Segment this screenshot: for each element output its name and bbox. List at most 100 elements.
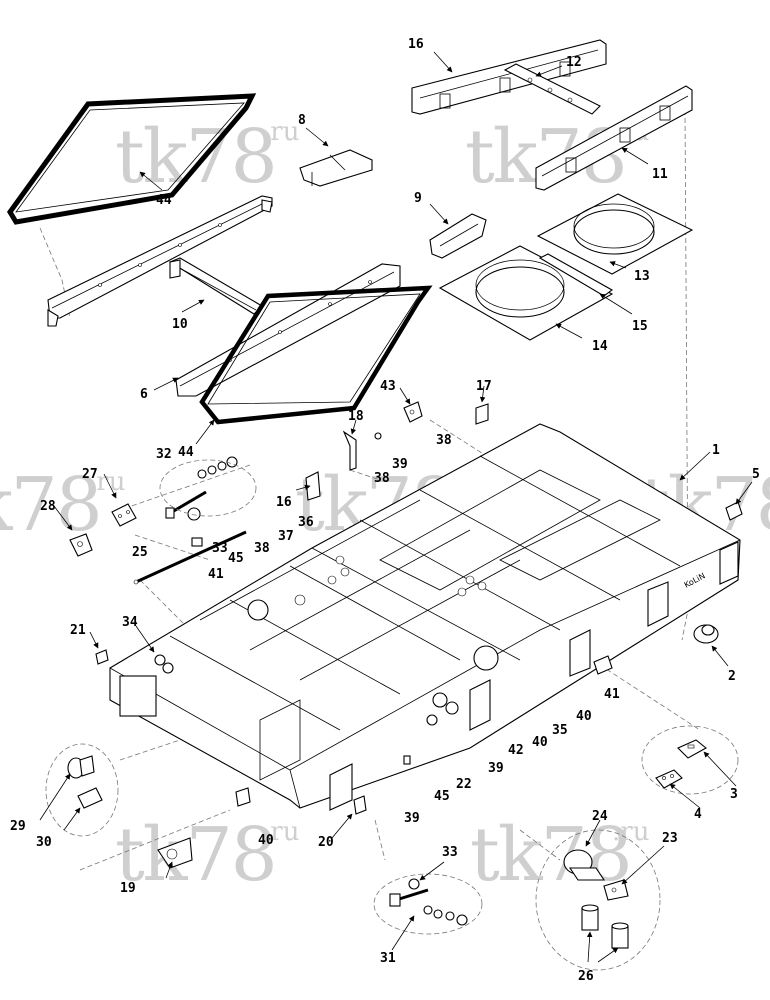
plate-4 [655, 769, 683, 789]
label-11-top: 16 [408, 37, 424, 52]
bolt-35 [154, 654, 174, 674]
label-12: 12 [566, 55, 582, 70]
watermark-6: tk78.ru [115, 812, 299, 898]
label-33-b: 33 [442, 845, 458, 860]
label-40-b: 40 [532, 735, 548, 750]
rod-26 [133, 530, 247, 585]
label-41-b: 41 [604, 687, 620, 702]
bracket-40-lower [235, 787, 251, 807]
svg-text:.ru: .ru [262, 817, 299, 847]
label-17: 17 [476, 379, 492, 394]
label-26: 25 [132, 545, 148, 560]
crossbar [168, 257, 263, 315]
label-31: 31 [380, 951, 396, 966]
bolt-set-31 [389, 878, 468, 926]
bracket-30 [77, 787, 103, 809]
label-19: 19 [120, 881, 136, 896]
label-36: 36 [298, 515, 314, 530]
gasket-lower [199, 285, 433, 425]
watermark-1: tk78.ru [115, 114, 299, 200]
bolt-set-32 [165, 456, 238, 521]
label-39-c: 39 [404, 811, 420, 826]
rail-upper [47, 195, 273, 327]
main-frame: KoLiN [109, 423, 741, 811]
svg-text:.ru: .ru [262, 117, 299, 147]
label-9: 9 [414, 191, 422, 206]
bushing-2 [693, 624, 719, 644]
gasket-upper [7, 93, 257, 225]
label-30: 30 [36, 835, 52, 850]
beam-11-top [411, 39, 607, 115]
bracket-8 [299, 149, 373, 187]
washer-33 [191, 537, 203, 547]
label-28: 28 [40, 499, 56, 514]
label-41-a: 41 [208, 567, 224, 582]
label-40-a: 40 [576, 709, 592, 724]
label-38-a: 38 [436, 433, 452, 448]
label-3: 3 [730, 787, 738, 802]
sleeve-25b [611, 922, 629, 949]
label-18: 18 [348, 409, 364, 424]
label-45-a: 45 [228, 551, 244, 566]
ring-plate-14 [438, 245, 614, 341]
label-38-b: 38 [374, 471, 390, 486]
sleeve-25a [581, 904, 599, 931]
label-2: 2 [728, 669, 736, 684]
plate-3 [677, 739, 707, 759]
label-8: 8 [298, 113, 306, 128]
beam-11-right [535, 85, 693, 191]
label-29: 29 [10, 819, 26, 834]
small-parts [45, 401, 743, 971]
label-39-b: 39 [488, 761, 504, 776]
bracket-9 [429, 213, 487, 259]
label-24: 24 [592, 809, 608, 824]
label-14: 14 [592, 339, 608, 354]
label-6: 6 [140, 387, 148, 402]
label-34: 35 [552, 723, 568, 738]
label-35: 34 [122, 615, 138, 630]
clamp-43 [403, 401, 423, 423]
svg-text:tk78: tk78 [115, 114, 276, 200]
svg-text:.ru: .ru [612, 817, 649, 847]
label-37: 37 [278, 529, 294, 544]
plate-27 [111, 503, 137, 527]
label-1: 1 [712, 443, 720, 458]
plate-41 [593, 655, 613, 675]
plate-21 [95, 649, 109, 665]
svg-text:tk78: tk78 [470, 812, 631, 898]
label-45-b: 45 [434, 789, 450, 804]
beam-12 [503, 63, 601, 115]
label-13: 13 [634, 269, 650, 284]
svg-text:tk78: tk78 [115, 812, 276, 898]
label-20: 20 [318, 835, 334, 850]
clamp-29 [67, 755, 95, 779]
label-16: 16 [276, 495, 292, 510]
label-44-top: 44 [156, 193, 172, 208]
bracket-16 [305, 471, 321, 501]
clamp-24 [563, 849, 606, 881]
label-21: 21 [70, 623, 86, 638]
bracket-18 [342, 430, 357, 471]
plate-23 [603, 879, 629, 901]
label-15: 15 [632, 319, 648, 334]
clamp-28 [69, 533, 93, 557]
label-43: 43 [380, 379, 396, 394]
label-22: 22 [456, 777, 472, 792]
label-11-right: 11 [652, 167, 668, 182]
strip-15 [538, 253, 614, 297]
svg-text:.ru: .ru [88, 467, 125, 497]
label-39-a: 39 [392, 457, 408, 472]
ring-plate-13 [536, 193, 694, 275]
clip-5 [725, 501, 743, 521]
label-33-a: 33 [212, 541, 228, 556]
bushing-22 [426, 714, 438, 726]
leader-lines [39, 51, 753, 963]
label-23: 23 [662, 831, 678, 846]
label-40-c: 40 [258, 833, 274, 848]
watermark-7: tk78.ru [470, 812, 649, 898]
bracket-17 [475, 403, 489, 425]
bracket-19 [157, 837, 193, 869]
label-25: 26 [578, 969, 594, 984]
label-5: 5 [752, 467, 760, 482]
